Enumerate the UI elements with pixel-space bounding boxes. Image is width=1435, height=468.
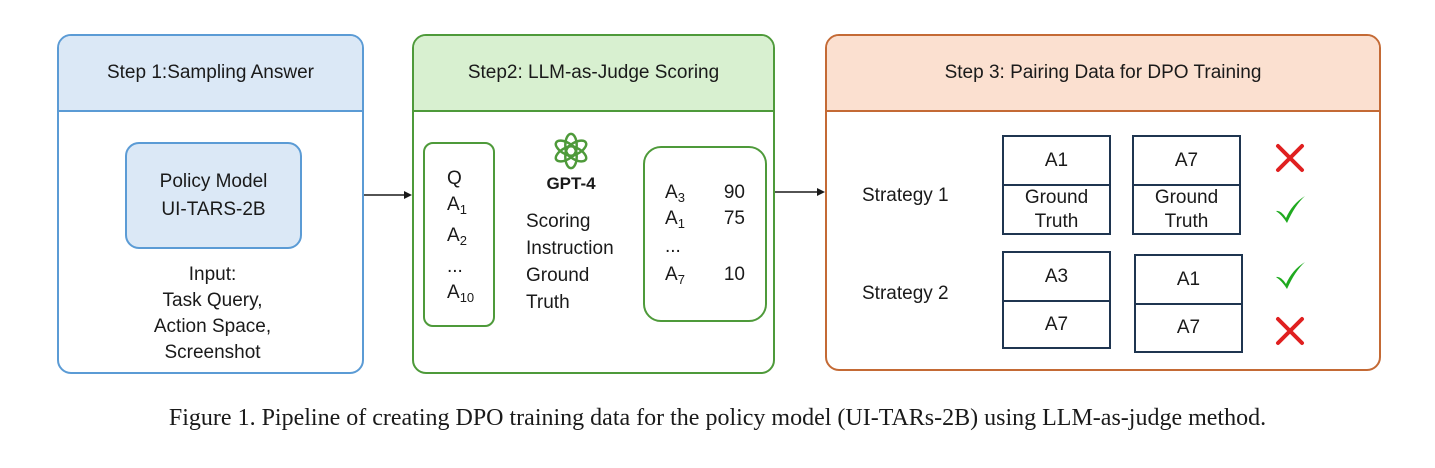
query-answers-box: Q A1 A2 ... A10 <box>423 142 495 327</box>
step3-panel: Step 3: Pairing Data for DPO Training St… <box>825 34 1381 371</box>
pair-top-cell: A1 <box>1044 149 1069 171</box>
answer-ellipsis: ... <box>447 256 463 277</box>
scoring-line: Instruction <box>526 238 614 259</box>
strategy2-pair-b: A1 A7 <box>1134 254 1243 353</box>
input-line: Input: <box>188 264 237 285</box>
scoring-inputs: Scoring Instruction Ground Truth <box>526 208 614 316</box>
answer-item: A2 <box>447 225 467 248</box>
scored-answer: A1 <box>665 208 685 231</box>
input-line: Action Space, <box>153 316 272 337</box>
step2-panel: Step2: LLM-as-Judge Scoring Q A1 A2 ... … <box>412 34 775 374</box>
strategy2-pair-a: A3 A7 <box>1002 251 1111 349</box>
scored-answers-box: A3 90 A1 75 ... A7 10 <box>643 146 767 322</box>
input-line: Task Query, <box>162 290 263 311</box>
strategy1-pair-b: A7 Ground Truth <box>1132 135 1241 235</box>
scoring-line: Scoring <box>526 211 591 232</box>
strategy2-label: Strategy 2 <box>862 283 949 304</box>
cross-icon <box>1276 317 1304 345</box>
strategy1-label: Strategy 1 <box>862 185 949 206</box>
policy-model-label: Policy Model <box>159 170 268 192</box>
step1-panel: Step 1:Sampling Answer Policy Model UI-T… <box>57 34 364 374</box>
check-icon <box>1276 196 1305 223</box>
input-description: Input: Task Query, Action Space, Screens… <box>59 262 362 366</box>
cross-icon <box>1276 144 1304 172</box>
policy-model-box: Policy Model UI-TARS-2B <box>125 142 302 249</box>
pair-bottom-cell: A7 <box>1004 300 1109 347</box>
scoring-line: Ground <box>526 265 590 286</box>
pair-bottom-cell: Ground Truth <box>1134 184 1239 233</box>
scored-answer: A7 <box>665 264 685 287</box>
policy-model-name: UI-TARS-2B <box>161 198 266 220</box>
pair-bottom-cell: Ground Truth <box>1004 184 1109 233</box>
query-label: Q <box>447 168 462 189</box>
scored-answer: A3 <box>665 182 685 205</box>
arrow-step2-to-step3 <box>775 188 825 196</box>
query-answers-list: Q A1 A2 ... A10 <box>447 166 474 311</box>
pair-bottom-cell: A7 <box>1136 303 1241 351</box>
gpt4-label: GPT-4 <box>546 174 596 193</box>
answer-item: A1 <box>447 194 467 217</box>
arrow-step1-to-step2 <box>364 191 412 199</box>
pair-top-cell: A3 <box>1044 265 1069 287</box>
check-icon <box>1276 262 1305 289</box>
openai-logo-icon <box>554 132 588 170</box>
pair-top-cell: A1 <box>1176 268 1201 290</box>
figure-caption: Figure 1. Pipeline of creating DPO train… <box>168 405 1267 431</box>
answer-item: A10 <box>447 282 475 305</box>
score-value: 90 <box>723 182 745 203</box>
scoring-line: Truth <box>526 292 570 313</box>
pair-top-cell: A7 <box>1174 149 1199 171</box>
input-line: Screenshot <box>164 342 261 363</box>
score-value: 75 <box>723 208 745 229</box>
step1-title: Step 1:Sampling Answer <box>59 36 362 112</box>
strategy1-pair-a: A1 Ground Truth <box>1002 135 1111 235</box>
step2-title: Step2: LLM-as-Judge Scoring <box>414 36 773 112</box>
step3-title: Step 3: Pairing Data for DPO Training <box>827 36 1379 112</box>
scored-ellipsis: ... <box>665 236 681 257</box>
score-value: 10 <box>723 264 745 285</box>
